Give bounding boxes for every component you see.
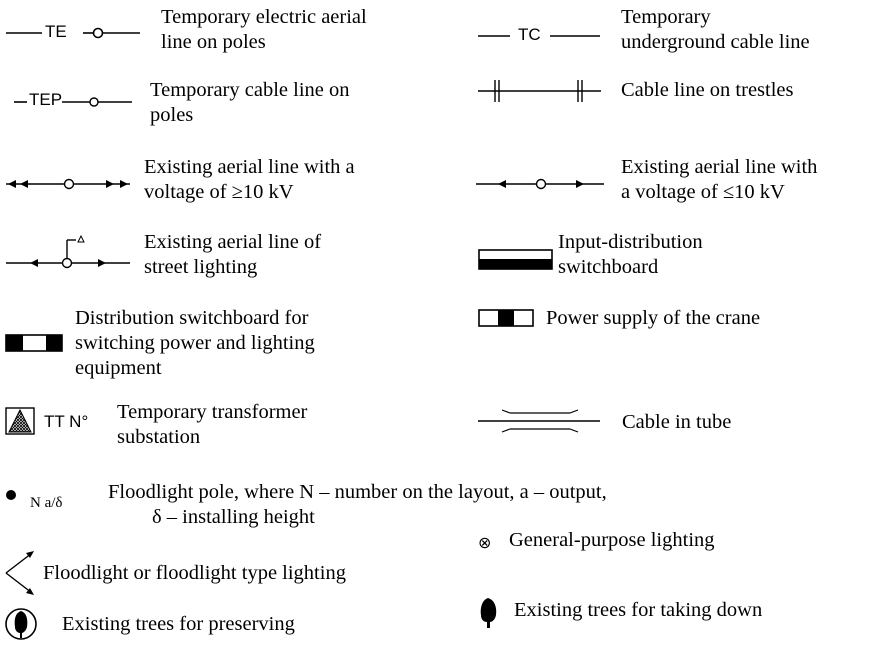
legend-label-aerial-ge10: Existing aerial line with a voltage of ≥…: [144, 155, 355, 205]
legend-label-cable-trestles: Cable line on trestles: [621, 78, 794, 103]
legend-label-general-lighting: General-purpose lighting: [509, 528, 715, 553]
legend-line: switching power and lighting: [75, 332, 315, 354]
legend-line: Existing aerial line with: [621, 156, 818, 178]
legend-line: underground cable line: [621, 31, 810, 53]
legend-label-temp-underground-cable: Temporary underground cable line: [621, 5, 810, 55]
legend-line: Temporary electric aerial: [161, 6, 367, 28]
legend-label-street-lighting: Existing aerial line of street lighting: [144, 230, 321, 280]
legend-line: Distribution switchboard for: [75, 307, 309, 329]
symbol-label-tep: TEP: [29, 90, 63, 109]
legend-label-trees-preserving: Existing trees for preserving: [62, 612, 295, 637]
legend-line: General-purpose lighting: [509, 529, 715, 551]
legend-label-distribution-switchboard: Distribution switchboard for switching p…: [75, 306, 315, 381]
legend-line: Floodlight pole, where N – number on the…: [108, 481, 607, 503]
legend-line: Power supply of the crane: [546, 307, 761, 329]
legend-label-input-distribution: Input-distribution switchboard: [558, 230, 703, 280]
legend-label-temp-electric-aerial: Temporary electric aerial line on poles: [161, 5, 367, 55]
legend-line: Existing aerial line with a: [144, 156, 355, 178]
symbol-label-te: TE: [45, 22, 67, 41]
legend-line: Existing trees for preserving: [62, 613, 295, 635]
legend-line: Temporary cable line on: [150, 79, 350, 101]
symbol-label-tc: TC: [518, 25, 541, 44]
legend-label-trees-taking-down: Existing trees for taking down: [514, 598, 762, 623]
legend-line: Cable line on trestles: [621, 79, 794, 101]
general-lighting-icon: ⊗: [478, 533, 492, 552]
legend-line: switchboard: [558, 256, 659, 278]
legend-label-cable-tube: Cable in tube: [622, 410, 731, 435]
legend-line: δ – installing height: [152, 506, 315, 528]
legend-line: line on poles: [161, 31, 266, 53]
legend-line: Temporary transformer: [117, 401, 308, 423]
legend-label-aerial-le10: Existing aerial line with a voltage of ≤…: [621, 155, 817, 205]
symbol-label-floodlight-pole: N a/δ: [30, 495, 63, 511]
legend-line: Input-distribution: [558, 231, 703, 253]
legend-label-temp-cable-poles: Temporary cable line on poles: [150, 78, 350, 128]
legend-label-crane-power: Power supply of the crane: [546, 306, 760, 331]
legend-line: equipment: [75, 357, 162, 379]
legend-line: a voltage of ≤10 kV: [621, 181, 785, 203]
legend-label-floodlight-pole: Floodlight pole, where N – number on the…: [108, 480, 607, 530]
legend-line: voltage of ≥10 kV: [144, 181, 294, 203]
legend-line: substation: [117, 426, 201, 448]
legend-label-transformer-substation: Temporary transformer substation: [117, 400, 307, 450]
legend-line: Temporary: [621, 6, 711, 28]
legend-line: Cable in tube: [622, 411, 732, 433]
legend-line: Existing trees for taking down: [514, 599, 763, 621]
symbol-label-tt-n: TT N°: [44, 412, 89, 431]
legend-label-floodlight-lighting: Floodlight or floodlight type lighting: [43, 561, 346, 586]
legend-line: Floodlight or floodlight type lighting: [43, 562, 346, 584]
legend-line: street lighting: [144, 256, 258, 278]
legend-line: Existing aerial line of: [144, 231, 322, 253]
legend-line: poles: [150, 104, 194, 126]
